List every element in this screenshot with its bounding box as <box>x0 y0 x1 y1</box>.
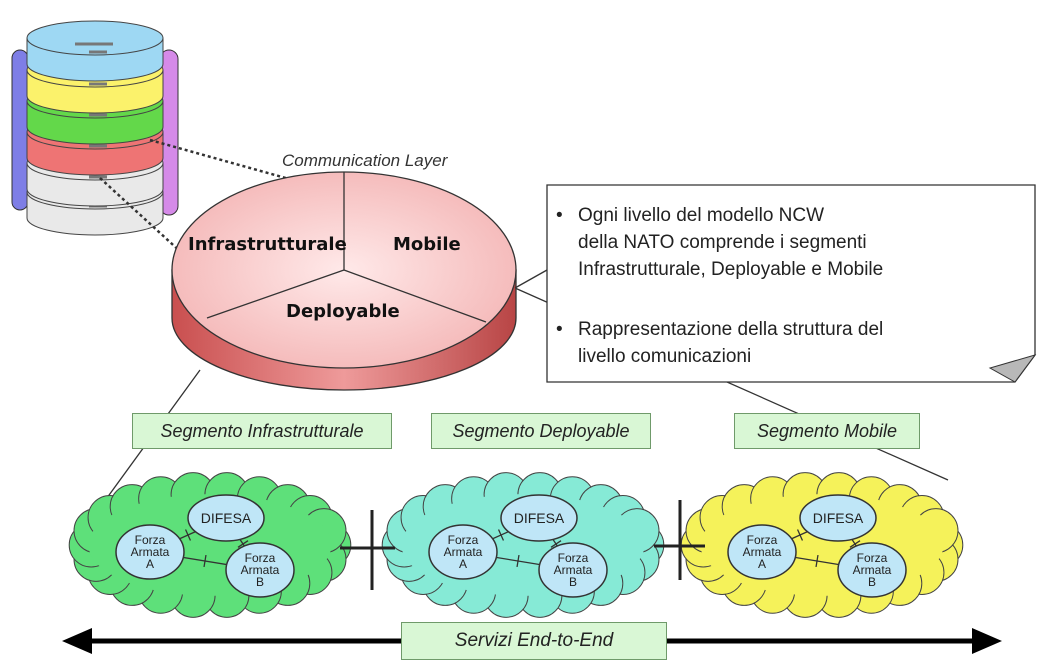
svg-text:Armata: Armata <box>131 545 170 559</box>
svg-text:B: B <box>868 575 876 589</box>
callout-folded-corner <box>988 354 1037 383</box>
svg-text:Forza: Forza <box>135 533 166 547</box>
pie-title: Communication Layer <box>282 151 449 170</box>
svg-text:Forza: Forza <box>558 551 589 565</box>
svg-text:Armata: Armata <box>554 563 593 577</box>
arrowhead-left <box>62 628 92 654</box>
communication-pie: Communication Layer Infrastrutturale Mob… <box>171 151 517 391</box>
node-difesa: DIFESA <box>799 494 877 542</box>
callout-bullet-1-line-1: Ogni livello del modello NCW <box>578 205 825 226</box>
svg-text:Forza: Forza <box>857 551 888 565</box>
services-label: Servizi End-to-End <box>401 622 667 660</box>
stack-layer-blue <box>26 20 164 82</box>
node-difesa: DIFESA <box>187 494 265 542</box>
svg-text:Armata: Armata <box>444 545 483 559</box>
svg-text:DIFESA: DIFESA <box>201 510 252 526</box>
svg-text:A: A <box>459 557 467 571</box>
arrowhead-right <box>972 628 1002 654</box>
svg-text:Armata: Armata <box>743 545 782 559</box>
svg-text:Armata: Armata <box>853 563 892 577</box>
svg-text:A: A <box>758 557 766 571</box>
pie-divider-left <box>206 269 345 319</box>
segment-label-mobile: Segmento Mobile <box>734 413 920 449</box>
segment-label-infrastrutturale: Segmento Infrastrutturale <box>132 413 392 449</box>
layer-stack <box>11 20 179 236</box>
node-difesa: DIFESA <box>500 494 578 542</box>
svg-text:B: B <box>569 575 577 589</box>
callout-bullet-2-line-2: livello comunicazioni <box>578 346 752 367</box>
svg-text:Forza: Forza <box>448 533 479 547</box>
svg-text:DIFESA: DIFESA <box>813 510 864 526</box>
stack-left-pipe <box>11 49 29 211</box>
dotted-connector-top <box>149 138 301 184</box>
callout-bullet-2-line-1: Rappresentazione della struttura del <box>578 319 884 340</box>
svg-text:Forza: Forza <box>245 551 276 565</box>
callout-bullet-1: • Ogni livello del modello NCW della NAT… <box>556 202 884 283</box>
pie-label-deployable: Deployable <box>286 301 400 322</box>
callout-bullet-2: • Rappresentazione della struttura del l… <box>556 316 884 370</box>
pie-label-mobile: Mobile <box>393 234 461 255</box>
segment-label-deployable: Segmento Deployable <box>431 413 651 449</box>
svg-text:A: A <box>146 557 154 571</box>
callout-pointer <box>514 269 548 289</box>
callout-bullet-1-line-2: della NATO comprende i segmenti <box>578 232 867 253</box>
pie-divider-right <box>343 269 487 323</box>
callout-box <box>514 184 1037 383</box>
svg-text:Armata: Armata <box>241 563 280 577</box>
callout-bullet-1-line-3: Infrastrutturale, Deployable e Mobile <box>578 259 884 280</box>
svg-text:DIFESA: DIFESA <box>514 510 565 526</box>
bullet-dot: • <box>556 319 563 340</box>
bullet-dot: • <box>556 205 563 226</box>
pie-label-infrastrutturale: Infrastrutturale <box>188 234 347 255</box>
svg-text:Forza: Forza <box>747 533 778 547</box>
svg-text:B: B <box>256 575 264 589</box>
